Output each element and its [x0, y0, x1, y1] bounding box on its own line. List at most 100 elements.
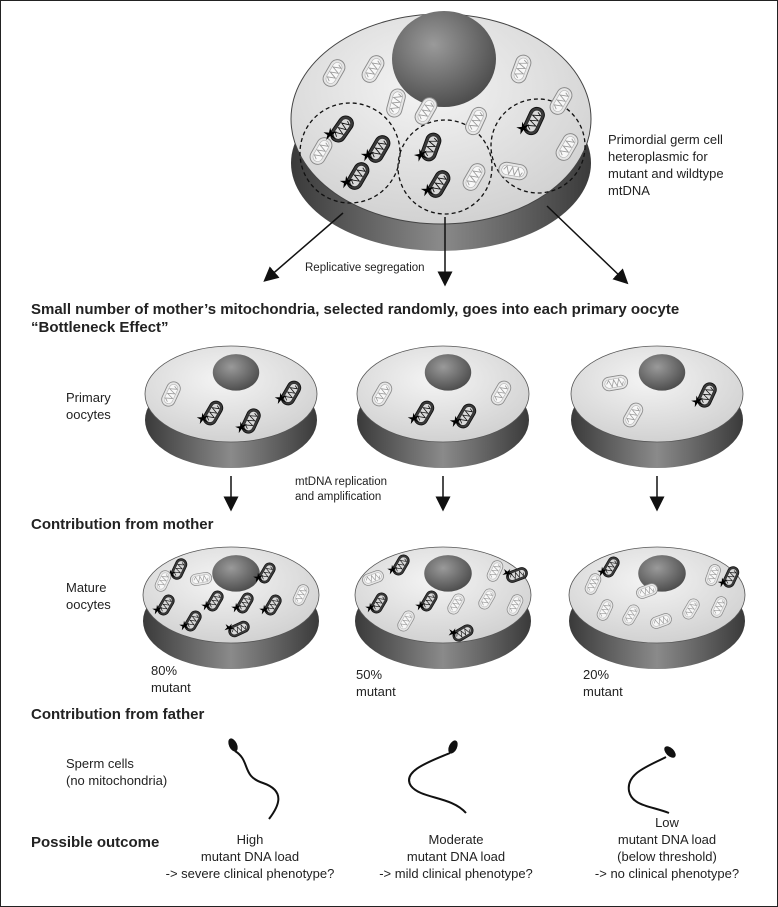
mutation-star-icon	[420, 183, 435, 197]
wildtype-mitochondrion	[486, 560, 504, 582]
sperm-cell	[228, 738, 280, 820]
wildtype-mitochondrion	[322, 59, 346, 87]
wildtype-mitochondrion	[447, 593, 465, 615]
percent-label-3: 20%	[583, 667, 609, 682]
mutant-mitochondrion	[224, 620, 250, 638]
nucleus	[638, 354, 686, 391]
primary-oocytes-label-line-2: oocytes	[66, 407, 111, 422]
percent-label-1: 80%	[151, 663, 177, 678]
outcome-1: High mutant DNA load -> severe clinical …	[166, 832, 335, 881]
segregation-arrow-left	[263, 212, 344, 282]
sperm-label-line-1: Sperm cells	[66, 756, 134, 771]
mutant-mitochondrion	[717, 566, 740, 588]
outcome-1-line-1: High	[237, 832, 264, 847]
outcome-1-line-2: mutant DNA load	[201, 849, 299, 864]
mutant-mitochondrion	[274, 380, 302, 406]
nucleus	[638, 555, 686, 592]
wildtype-mitochondrion	[371, 381, 393, 407]
nucleus	[424, 555, 472, 592]
germ-cell-label-line-4: mtDNA	[608, 183, 650, 198]
germ-cell-label-line-1: Primordial germ cell	[608, 132, 723, 147]
mutant-mitochondrion	[360, 135, 391, 163]
germ-cell-nucleus	[392, 11, 496, 107]
mutation-star-icon	[323, 127, 337, 140]
wildtype-mitochondrion	[636, 583, 658, 599]
mutant-mitochondrion	[323, 115, 354, 143]
mutant-mitochondrion	[691, 382, 717, 408]
mutation-star-icon	[179, 620, 190, 631]
mutation-star-icon	[339, 175, 354, 189]
wildtype-mitochondrion	[510, 54, 532, 84]
mutation-star-icon	[448, 628, 459, 639]
mutation-star-icon	[360, 148, 375, 162]
percent-label-2: 50%	[356, 667, 382, 682]
mutant-mitochondrion	[415, 590, 438, 612]
wildtype-mitochondrion	[584, 573, 602, 595]
oocyte-cell	[356, 345, 530, 468]
outcome-1-line-3: -> severe clinical phenotype?	[166, 866, 335, 881]
wildtype-mitochondrion	[710, 596, 728, 618]
mutation-star-icon	[502, 568, 513, 579]
mutant-mitochondrion	[235, 408, 261, 434]
outcome-2: Moderate mutant DNA load -> mild clinica…	[379, 832, 533, 881]
mutation-star-icon	[259, 604, 270, 615]
sperm-label-line-2: (no mitochondria)	[66, 773, 167, 788]
primary-oocytes-label-line-1: Primary	[66, 390, 111, 405]
mutation-star-icon	[413, 148, 428, 162]
wildtype-mitochondrion	[490, 380, 512, 406]
percent-unit-1: mutant	[151, 680, 191, 695]
sperm-cell	[408, 740, 467, 814]
nucleus	[424, 354, 472, 391]
mutant-mitochondrion	[339, 162, 370, 190]
mutation-star-icon	[152, 604, 163, 615]
primordial-germ-cell	[290, 11, 592, 251]
wildtype-mitochondrion	[596, 599, 614, 621]
mutant-mitochondrion	[407, 400, 435, 426]
mutant-mitochondrion	[259, 594, 282, 616]
mutation-star-icon	[449, 415, 462, 428]
outcome-3-line-1: Low	[655, 815, 679, 830]
outcome-2-line-1: Moderate	[429, 832, 484, 847]
wildtype-mitochondrion	[478, 588, 496, 610]
outcome-2-line-2: mutant DNA load	[407, 849, 505, 864]
wildtype-mitochondrion	[549, 87, 573, 115]
sperm-cell	[627, 746, 676, 814]
wildtype-mitochondrion	[498, 161, 528, 181]
germ-cell-label-line-2: heteroplasmic for	[608, 149, 708, 164]
mutant-mitochondrion	[413, 132, 442, 162]
wildtype-mitochondrion	[601, 374, 629, 392]
outcome-3: Low mutant DNA load (below threshold) ->…	[595, 815, 739, 881]
wildtype-mitochondrion	[161, 381, 181, 407]
contribution-father-heading: Contribution from father	[31, 706, 204, 723]
mutation-star-icon	[235, 421, 248, 434]
nucleus	[212, 354, 260, 391]
wildtype-mitochondrion	[154, 570, 172, 592]
mutant-mitochondrion	[448, 624, 474, 642]
wildtype-mitochondrion	[414, 97, 438, 125]
mutation-star-icon	[253, 572, 264, 583]
wildtype-mitochondrion	[506, 594, 524, 616]
mutation-star-icon	[597, 566, 608, 577]
percent-unit-2: mutant	[356, 684, 396, 699]
mutation-star-icon	[516, 121, 530, 135]
mutant-mitochondrion	[152, 594, 175, 616]
germ-cell-label-line-3: mutant and wildtype	[608, 166, 724, 181]
mutant-mitochondrion	[597, 556, 620, 578]
wildtype-mitochondrion	[462, 163, 486, 191]
replication-label-line-1: mtDNA replication	[295, 476, 387, 488]
mutant-mitochondrion	[516, 106, 545, 136]
mutation-star-icon	[274, 392, 287, 405]
outcome-3-line-2: mutant DNA load	[618, 832, 716, 847]
wildtype-mitochondrion	[622, 402, 644, 428]
mutation-star-icon	[201, 600, 212, 611]
mutant-mitochondrion	[201, 590, 224, 612]
mutant-mitochondrion	[449, 403, 477, 429]
wildtype-mitochondrion	[189, 572, 213, 586]
wildtype-mitochondrion	[555, 133, 579, 161]
bottleneck-effect-heading: “Bottleneck Effect”	[31, 319, 169, 336]
mutation-star-icon	[415, 600, 426, 611]
mutation-star-icon	[407, 412, 420, 425]
primary-oocytes	[144, 345, 744, 468]
